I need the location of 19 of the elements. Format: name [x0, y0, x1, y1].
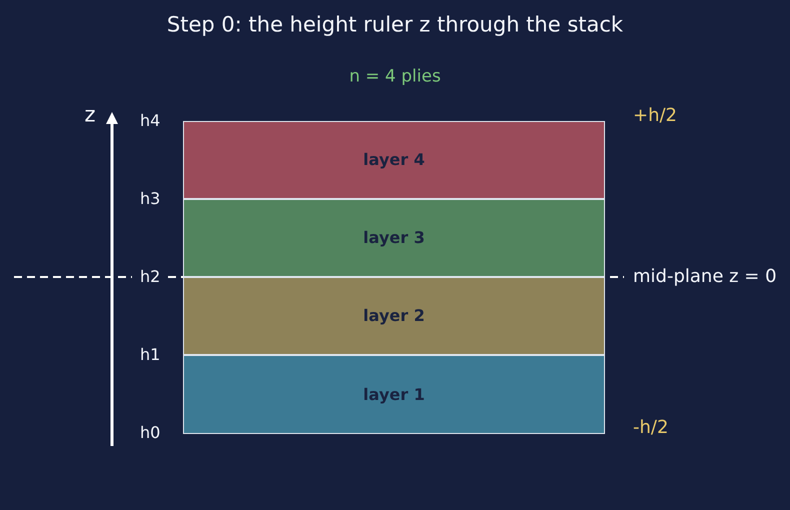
- height-label: +h/2: [633, 107, 678, 125]
- height-label: -h/2: [633, 419, 668, 437]
- layer-label: layer 4: [363, 152, 425, 168]
- layer-label: layer 1: [363, 386, 425, 402]
- ply-layer: [183, 199, 605, 277]
- title: Step 0: the height ruler z through the stack: [166, 14, 624, 36]
- ply-layer: [183, 355, 605, 434]
- height-label: h2: [140, 269, 160, 285]
- ply-layer: [183, 121, 605, 199]
- height-label: h4: [140, 113, 160, 129]
- height-label: h3: [140, 191, 160, 207]
- layer-label: layer 2: [363, 308, 425, 324]
- height-label: h0: [140, 425, 160, 441]
- height-label: h1: [140, 347, 160, 363]
- axis-label: z: [84, 104, 96, 126]
- layer-label: layer 3: [363, 230, 425, 246]
- mid-plane-label: mid-plane z = 0: [633, 268, 777, 286]
- ply-layer: [183, 277, 605, 355]
- subtitle: n = 4 plies: [349, 68, 441, 86]
